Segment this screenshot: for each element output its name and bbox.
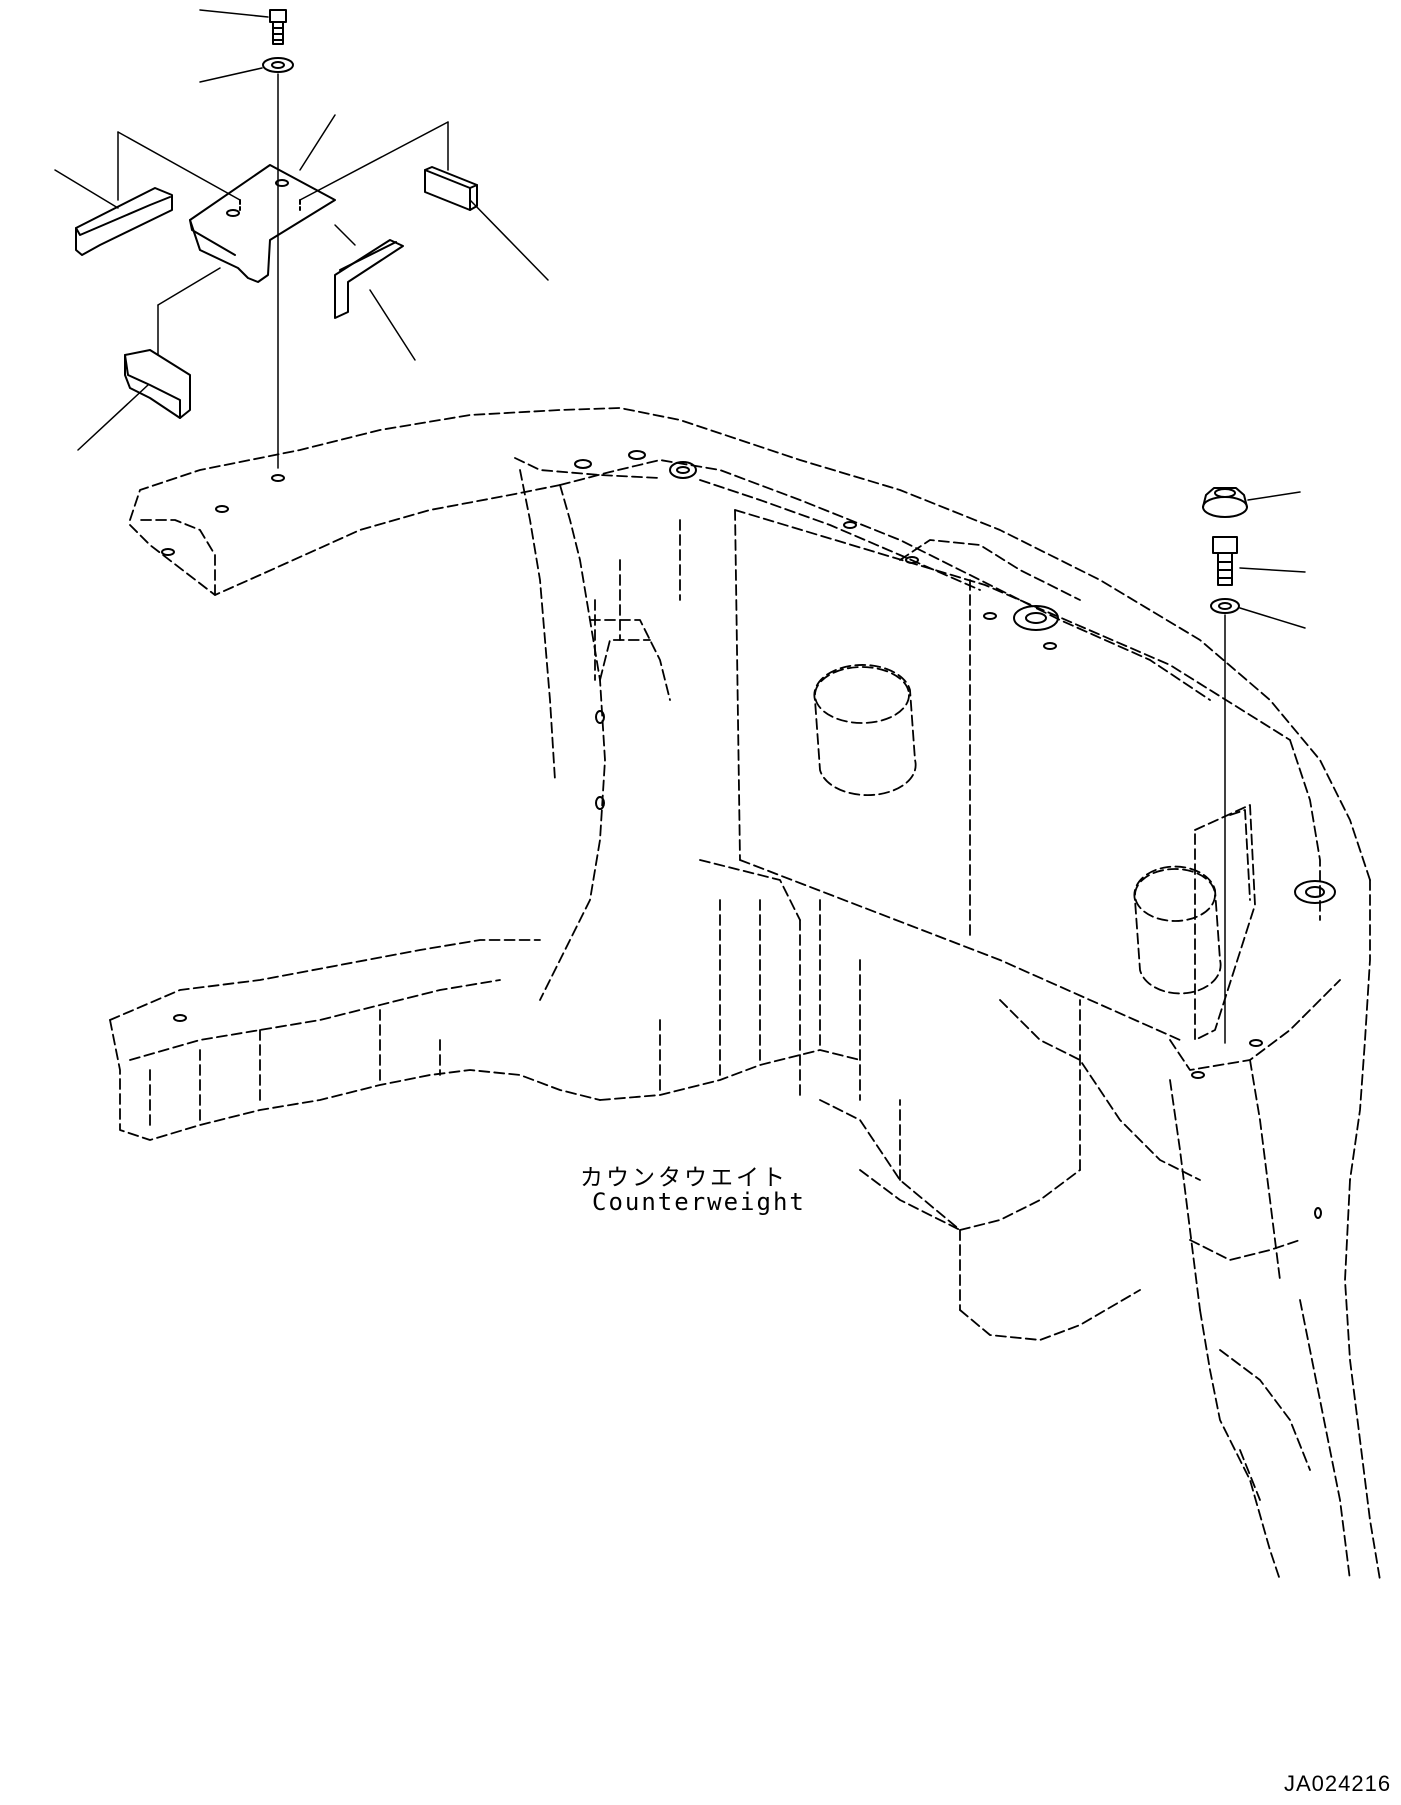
drawing-id: JA024216 xyxy=(1284,1771,1392,1796)
part-name-english: Counterweight xyxy=(592,1188,806,1216)
part-name-japanese: カウンタウエイト xyxy=(580,1165,788,1191)
bracket-assembly-parts xyxy=(54,9,549,469)
right-block-pad xyxy=(424,166,478,211)
right-mount-hardware xyxy=(1202,487,1306,1044)
lower-left-block xyxy=(124,349,191,419)
right-bolt xyxy=(1212,536,1238,586)
counterweight-bosses xyxy=(813,663,1222,995)
leader-v-left xyxy=(117,131,241,201)
counterweight-mount-plate xyxy=(1194,804,1256,1041)
right-washer xyxy=(1210,598,1240,614)
counterweight-holes xyxy=(161,450,1336,1219)
middle-strip-pad xyxy=(334,239,404,319)
flange-nut xyxy=(1202,487,1248,518)
left-rubber-pad xyxy=(75,187,173,256)
top-washer xyxy=(262,57,294,73)
leader-v-right xyxy=(299,121,449,201)
bracket-plate xyxy=(189,164,336,283)
counterweight-body xyxy=(109,407,1381,1581)
top-bolt xyxy=(269,9,287,45)
